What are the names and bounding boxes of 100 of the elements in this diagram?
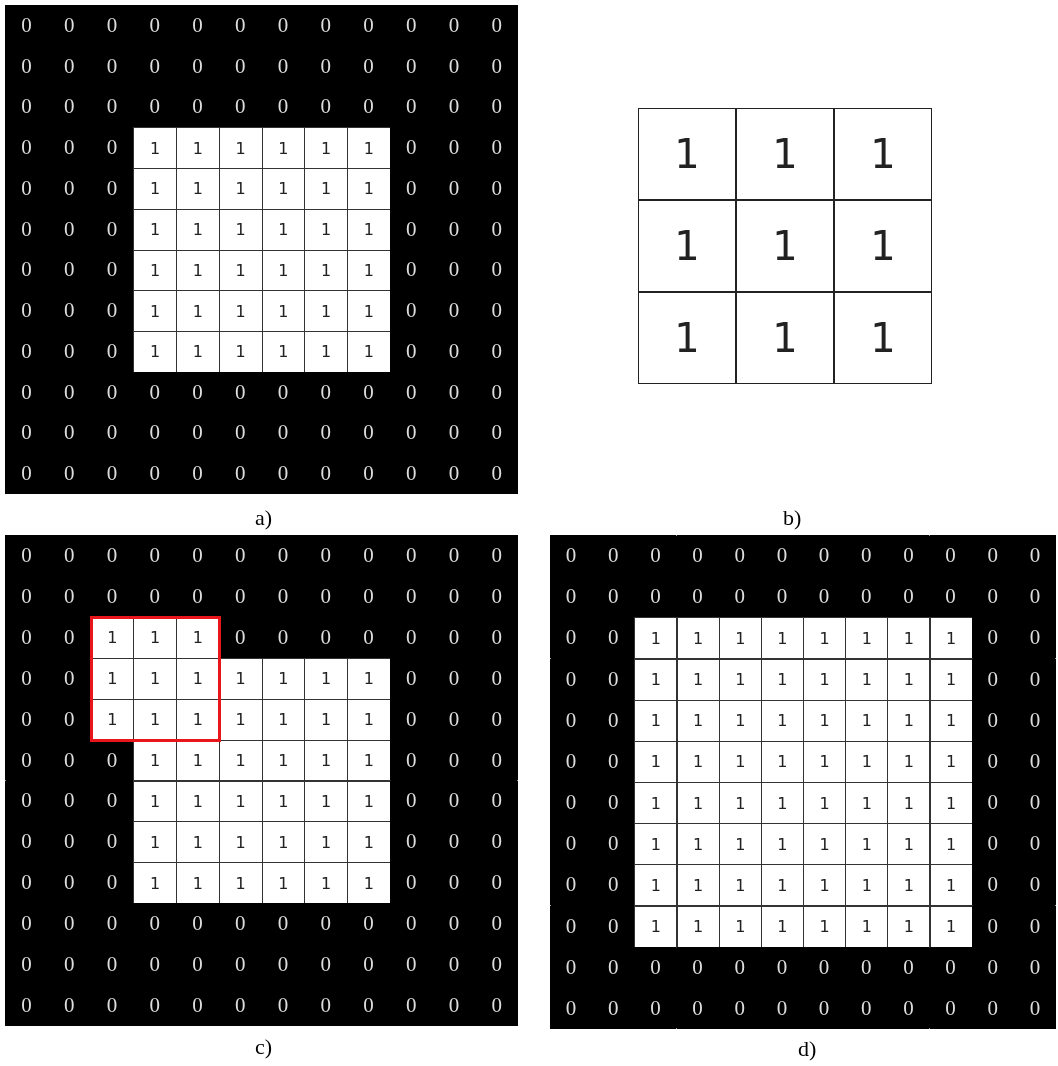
matrix-cell: 1 <box>176 168 220 210</box>
matrix-cell: 1 <box>845 823 889 866</box>
matrix-cell: 1 <box>347 331 391 373</box>
matrix-cell: 1 <box>845 782 889 825</box>
matrix-cell: 1 <box>347 821 391 864</box>
matrix-cell: 1 <box>760 782 804 825</box>
matrix-cell: 1 <box>133 249 177 292</box>
matrix-cell: 1 <box>929 905 973 948</box>
matrix-cell: 1 <box>887 617 931 660</box>
matrix-cell: 1 <box>347 698 391 741</box>
matrix-cell: 1 <box>736 108 834 200</box>
matrix-cell: 1 <box>634 864 678 907</box>
matrix-cell: 1 <box>634 905 678 948</box>
matrix-cell: 0 <box>5 453 48 494</box>
matrix-cell: 1 <box>760 823 804 866</box>
matrix-cell: 0 <box>475 985 518 1026</box>
matrix-cell: 0 <box>550 987 593 1029</box>
matrix-cell: 1 <box>638 108 736 200</box>
matrix-cell: 1 <box>845 699 889 742</box>
matrix-cell: 1 <box>133 780 177 823</box>
matrix-cell: 1 <box>347 249 391 292</box>
matrix-cell: 1 <box>347 780 391 823</box>
matrix-cell: 1 <box>218 127 263 169</box>
matrix-cell: 1 <box>304 208 348 251</box>
matrix-cell: 1 <box>760 617 804 660</box>
matrix-cell: 1 <box>676 699 720 742</box>
matrix-cell: 1 <box>347 657 391 700</box>
matrix-cell: 1 <box>845 617 889 660</box>
matrix-cell: 1 <box>261 127 306 169</box>
matrix-cell: 1 <box>803 782 847 825</box>
matrix-cell: 1 <box>634 699 678 742</box>
matrix-cell: 1 <box>929 699 973 742</box>
matrix-cell: 1 <box>347 290 391 332</box>
matrix-cell: 1 <box>133 168 177 210</box>
matrix-cell: 1 <box>718 905 762 948</box>
matrix-cell: 0 <box>1013 987 1056 1029</box>
matrix-cell: 1 <box>176 331 220 373</box>
matrix-cell: 1 <box>133 208 177 251</box>
matrix-cell: 1 <box>133 331 177 373</box>
matrix-cell: 1 <box>887 905 931 948</box>
matrix-cell: 1 <box>347 127 391 169</box>
matrix-cell: 1 <box>803 617 847 660</box>
matrix-cell: 1 <box>176 780 220 823</box>
matrix-cell: 1 <box>887 823 931 866</box>
matrix-cell: 1 <box>304 698 348 741</box>
matrix-cell: 1 <box>304 780 348 823</box>
matrix-cell: 1 <box>176 698 220 741</box>
matrix-cell: 1 <box>887 699 931 742</box>
matrix-cell: 1 <box>887 740 931 783</box>
matrix-cell: 1 <box>834 200 932 292</box>
matrix-cell: 1 <box>304 331 348 373</box>
matrix-cell: 1 <box>176 290 220 332</box>
matrix-cell: 1 <box>929 823 973 866</box>
matrix-cell: 1 <box>760 864 804 907</box>
matrix-cell: 1 <box>176 127 220 169</box>
matrix-cell: 1 <box>176 657 220 700</box>
matrix-cell: 1 <box>176 821 220 864</box>
matrix-cell: 1 <box>929 617 973 660</box>
matrix-cell: 0 <box>475 535 518 576</box>
matrix-cell: 1 <box>887 782 931 825</box>
matrix-cell: 1 <box>218 208 263 251</box>
panel-caption: c) <box>255 1034 273 1060</box>
matrix-cell: 1 <box>887 864 931 907</box>
matrix-cell: 1 <box>133 127 177 169</box>
matrix-cell: 1 <box>304 168 348 210</box>
matrix-cell: 1 <box>347 862 391 905</box>
matrix-cell: 1 <box>634 782 678 825</box>
matrix-cell: 0 <box>550 535 593 577</box>
matrix-cell: 1 <box>133 739 177 782</box>
matrix-cell: 1 <box>718 864 762 907</box>
matrix-cell: 1 <box>634 823 678 866</box>
matrix-cell: 1 <box>676 905 720 948</box>
matrix-cell: 1 <box>218 780 263 823</box>
matrix-cell: 1 <box>304 290 348 332</box>
matrix-cell: 1 <box>718 740 762 783</box>
matrix-cell: 1 <box>347 208 391 251</box>
matrix-cell: 1 <box>834 292 932 384</box>
matrix-cell: 1 <box>261 657 306 700</box>
matrix-cell: 1 <box>261 739 306 782</box>
panel-caption: b) <box>783 505 802 531</box>
matrix-cell: 1 <box>261 862 306 905</box>
matrix-cell: 1 <box>803 740 847 783</box>
matrix-cell: 1 <box>845 740 889 783</box>
matrix-cell: 1 <box>718 699 762 742</box>
matrix-cell: 1 <box>176 862 220 905</box>
matrix-cell: 1 <box>133 862 177 905</box>
matrix-cell: 1 <box>676 864 720 907</box>
matrix-cell: 1 <box>929 864 973 907</box>
matrix-cell: 1 <box>760 740 804 783</box>
matrix-cell: 1 <box>176 208 220 251</box>
matrix-cell: 1 <box>929 740 973 783</box>
matrix-cell: 1 <box>634 617 678 660</box>
matrix-cell: 1 <box>261 168 306 210</box>
matrix-cell: 1 <box>176 249 220 292</box>
matrix-cell: 1 <box>845 905 889 948</box>
matrix-cell: 1 <box>176 739 220 782</box>
matrix-cell: 1 <box>133 657 177 700</box>
matrix-cell: 1 <box>760 905 804 948</box>
matrix-cell: 1 <box>638 292 736 384</box>
matrix-cell: 1 <box>347 739 391 782</box>
